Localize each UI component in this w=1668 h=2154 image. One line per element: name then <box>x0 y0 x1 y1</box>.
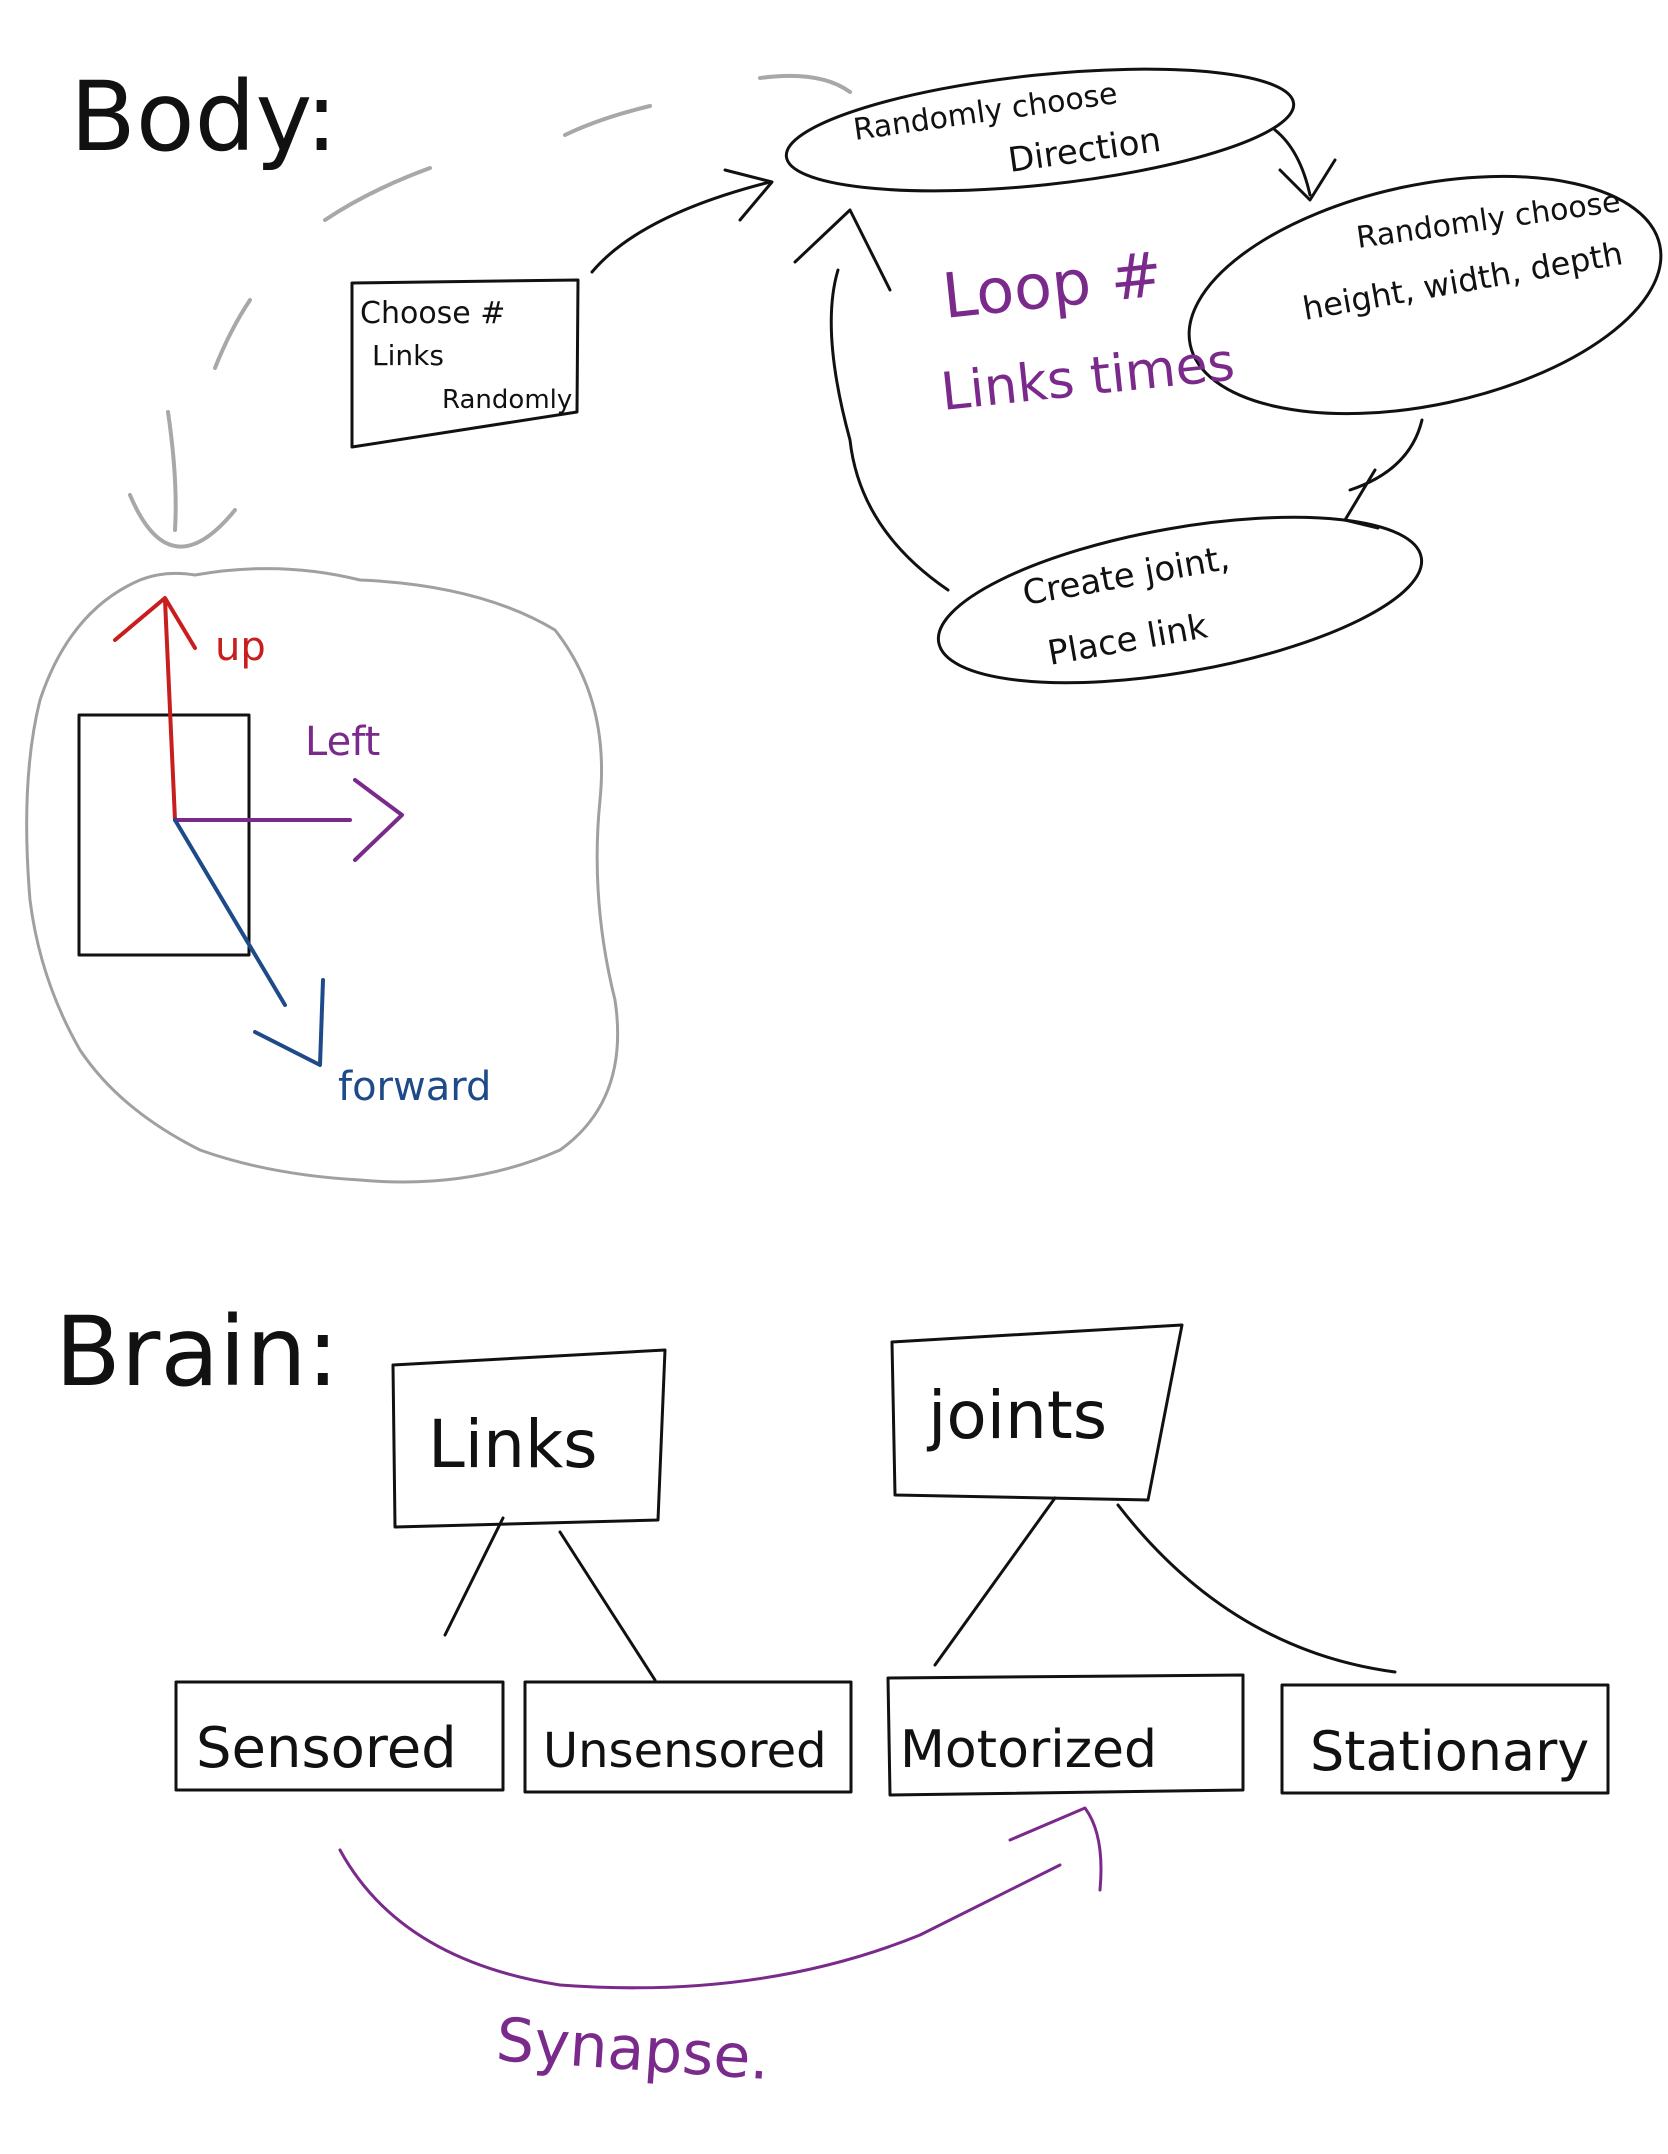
up-axis <box>113 596 197 822</box>
tree-connectors <box>443 1496 1397 1682</box>
unsensored-box: Unsensored <box>523 1680 853 1794</box>
axes-blob: up Left forward <box>25 567 620 1184</box>
loop-line2: Links times <box>938 332 1237 422</box>
cycle-arrows <box>793 128 1424 592</box>
forward-axis <box>173 818 325 1067</box>
link-rectangle <box>77 713 251 957</box>
forward-label: forward <box>338 1064 491 1110</box>
faint-guide-arc <box>128 73 852 549</box>
choose-box-line1: Choose # <box>360 296 505 331</box>
left-axis <box>173 778 404 862</box>
direction-node: Randomly choose Direction <box>784 67 1296 193</box>
body-heading: Body: <box>70 61 338 173</box>
brain-section: Brain: Links joints Sensored Unsensored <box>55 1296 1610 2094</box>
choose-box-line2: Links <box>372 339 444 372</box>
links-box: Links <box>391 1348 667 1529</box>
choose-links-box: Choose # Links Randomly <box>350 278 580 449</box>
choose-box-line3: Randomly <box>442 385 572 415</box>
motorized-box: Motorized <box>886 1673 1245 1797</box>
dimensions-node: Randomly choose height, width, depth <box>1187 174 1663 416</box>
stationary-label: Stationary <box>1310 1720 1589 1783</box>
brain-heading: Brain: <box>55 1296 339 1408</box>
sensored-box: Sensored <box>174 1680 505 1792</box>
dimensions-line2: height, width, depth <box>1300 234 1626 328</box>
links-label: Links <box>428 1406 598 1483</box>
joints-box: joints <box>890 1323 1184 1502</box>
joint-node: Create joint, Place link <box>936 515 1424 685</box>
motorized-label: Motorized <box>900 1720 1157 1780</box>
sensored-label: Sensored <box>196 1716 457 1781</box>
loop-line1: Loop # <box>939 237 1166 333</box>
body-section: Body: Choose # Links Randomly Randomly c… <box>25 61 1663 1184</box>
joints-label: joints <box>926 1377 1107 1454</box>
joint-line2: Place link <box>1045 606 1211 673</box>
stationary-box: Stationary <box>1280 1683 1610 1795</box>
joint-line1: Create joint, <box>1020 538 1233 614</box>
up-label: up <box>215 624 266 670</box>
synapse-arrow <box>338 1806 1103 1990</box>
synapse-label: Synapse. <box>494 2005 772 2094</box>
unsensored-label: Unsensored <box>543 1723 827 1779</box>
left-label: Left <box>305 719 380 765</box>
arrow-to-direction <box>590 168 774 274</box>
